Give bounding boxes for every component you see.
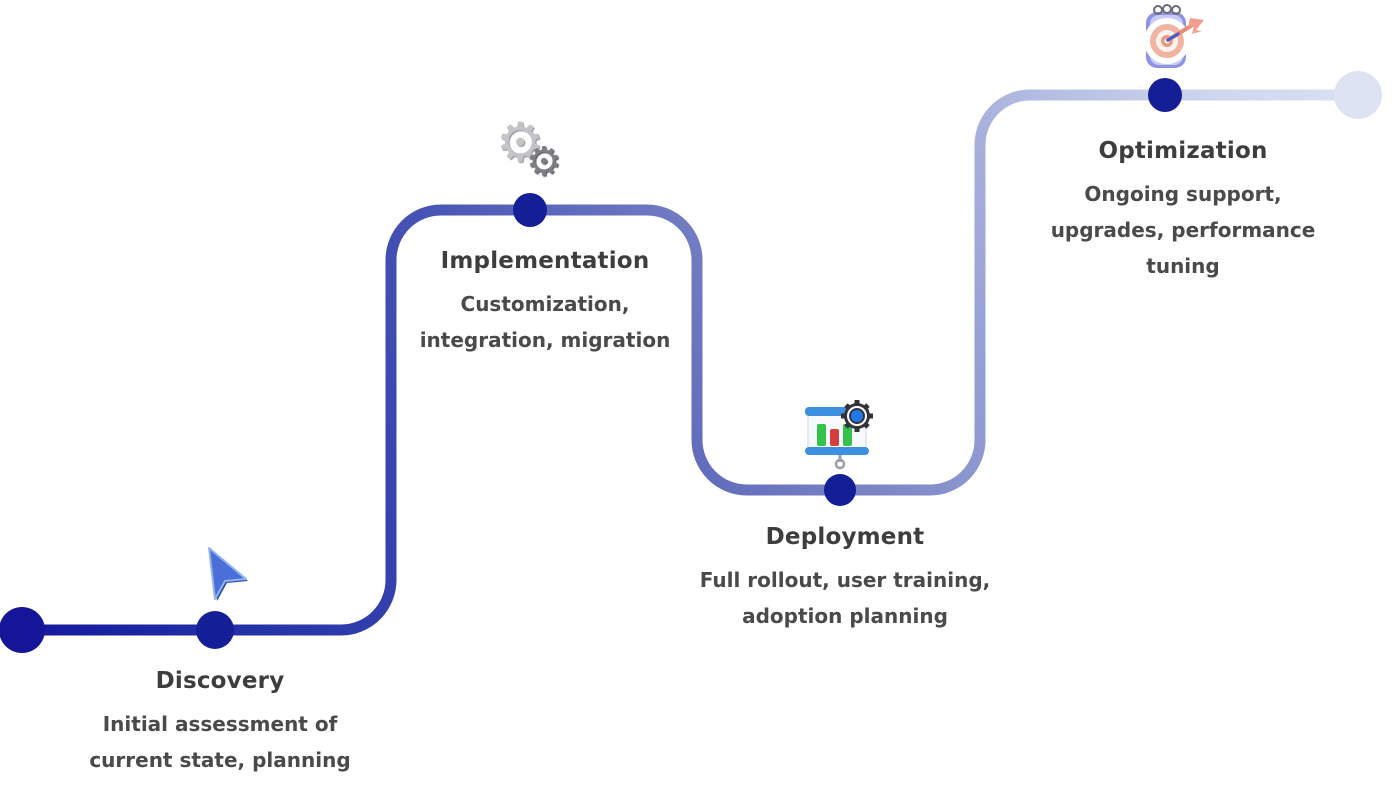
step-block-optimization: Optimization Ongoing support, upgrades, … (1043, 138, 1323, 284)
cursor-arrow-icon (194, 544, 254, 604)
step-description-optimization: Ongoing support, upgrades, performance t… (1043, 176, 1323, 284)
milestone-node-optimization (1148, 78, 1182, 112)
description-line: Full rollout, user training, (699, 568, 991, 592)
step-block-deployment: Deployment Full rollout, user training, … (695, 524, 995, 634)
journey-end-node (1334, 71, 1382, 119)
gear-small-icon: ⚙ (526, 139, 562, 185)
journey-start-node (0, 607, 45, 653)
step-title-discovery: Discovery (155, 668, 285, 694)
presentation-chart-gear-icon (800, 392, 880, 472)
target-dart-icon (1130, 0, 1208, 78)
description-line: Initial assessment of (102, 712, 338, 736)
step-description-deployment: Full rollout, user training, adoption pl… (695, 562, 995, 634)
milestone-node-discovery (196, 611, 234, 649)
description-line: tuning (1146, 254, 1220, 278)
gear-large-icon: ⚙ (496, 111, 545, 174)
gear-overlay-icon (841, 400, 873, 432)
description-line: upgrades, performance (1050, 218, 1316, 242)
journey-path (22, 89, 1358, 636)
description-line: current state, planning (89, 748, 351, 772)
step-block-implementation: Implementation Customization, integratio… (395, 248, 695, 358)
step-description-discovery: Initial assessment of current state, pla… (60, 706, 380, 778)
milestone-node-deployment (824, 474, 856, 506)
description-line: adoption planning (742, 604, 948, 628)
step-title-optimization: Optimization (1098, 138, 1268, 164)
step-title-deployment: Deployment (765, 524, 925, 550)
description-line: integration, migration (419, 328, 671, 352)
step-block-discovery: Discovery Initial assessment of current … (60, 668, 380, 778)
step-title-implementation: Implementation (440, 248, 650, 274)
gears-icon: ⚙ ⚙ (496, 114, 572, 188)
description-line: Customization, (460, 292, 630, 316)
description-line: Ongoing support, (1084, 182, 1282, 206)
milestone-node-implementation (513, 193, 547, 227)
step-description-implementation: Customization, integration, migration (395, 286, 695, 358)
